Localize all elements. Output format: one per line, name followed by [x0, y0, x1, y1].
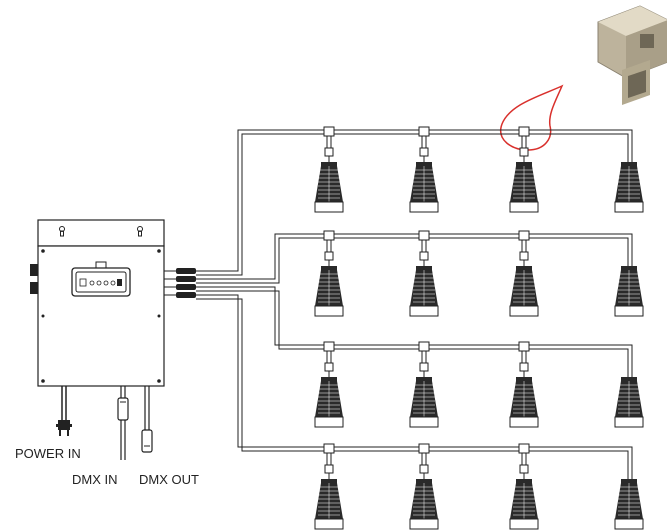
spotlight-icon — [509, 341, 539, 428]
spotlight-icon — [614, 377, 644, 428]
xlr-connector-icon — [141, 429, 153, 453]
wire — [196, 133, 629, 276]
dmx-in-label: DMX IN — [72, 472, 118, 487]
wire — [196, 298, 629, 479]
spotlight-icon — [314, 341, 344, 428]
wire — [196, 237, 629, 284]
control-panel — [71, 261, 131, 297]
spotlight-icon — [614, 266, 644, 317]
spotlight-icon — [314, 126, 344, 213]
spotlight-icon — [314, 443, 344, 530]
controller-box — [30, 219, 196, 387]
fixture-grid — [314, 126, 644, 530]
spotlight-icon — [314, 230, 344, 317]
wire — [196, 233, 633, 280]
wire — [196, 294, 633, 479]
spotlight-icon — [614, 162, 644, 213]
spotlight-icon — [509, 443, 539, 530]
dmx-out-label: DMX OUT — [139, 472, 199, 487]
spotlight-icon — [409, 126, 439, 213]
power-plug-icon — [56, 420, 72, 436]
power-in-label: POWER IN — [15, 446, 81, 461]
wire — [196, 290, 629, 377]
wiring-bus — [196, 129, 633, 479]
spotlight-icon — [409, 341, 439, 428]
keyhole-icon — [137, 226, 143, 237]
highlight-callout — [499, 84, 564, 151]
spotlight-icon — [509, 230, 539, 317]
spotlight-icon — [509, 126, 539, 213]
spotlight-icon — [409, 443, 439, 530]
keyhole-icon — [59, 226, 65, 237]
wire — [196, 129, 633, 272]
dmx-in-cable — [117, 386, 129, 460]
output-connectors — [164, 268, 196, 298]
xlr-connector-icon — [117, 397, 129, 421]
dmx-out-cable — [141, 386, 153, 453]
spotlight-icon — [614, 479, 644, 530]
spotlight-icon — [409, 230, 439, 317]
wire — [196, 286, 633, 377]
splitter-adapter-icon — [597, 5, 667, 105]
power-cable — [56, 386, 72, 436]
